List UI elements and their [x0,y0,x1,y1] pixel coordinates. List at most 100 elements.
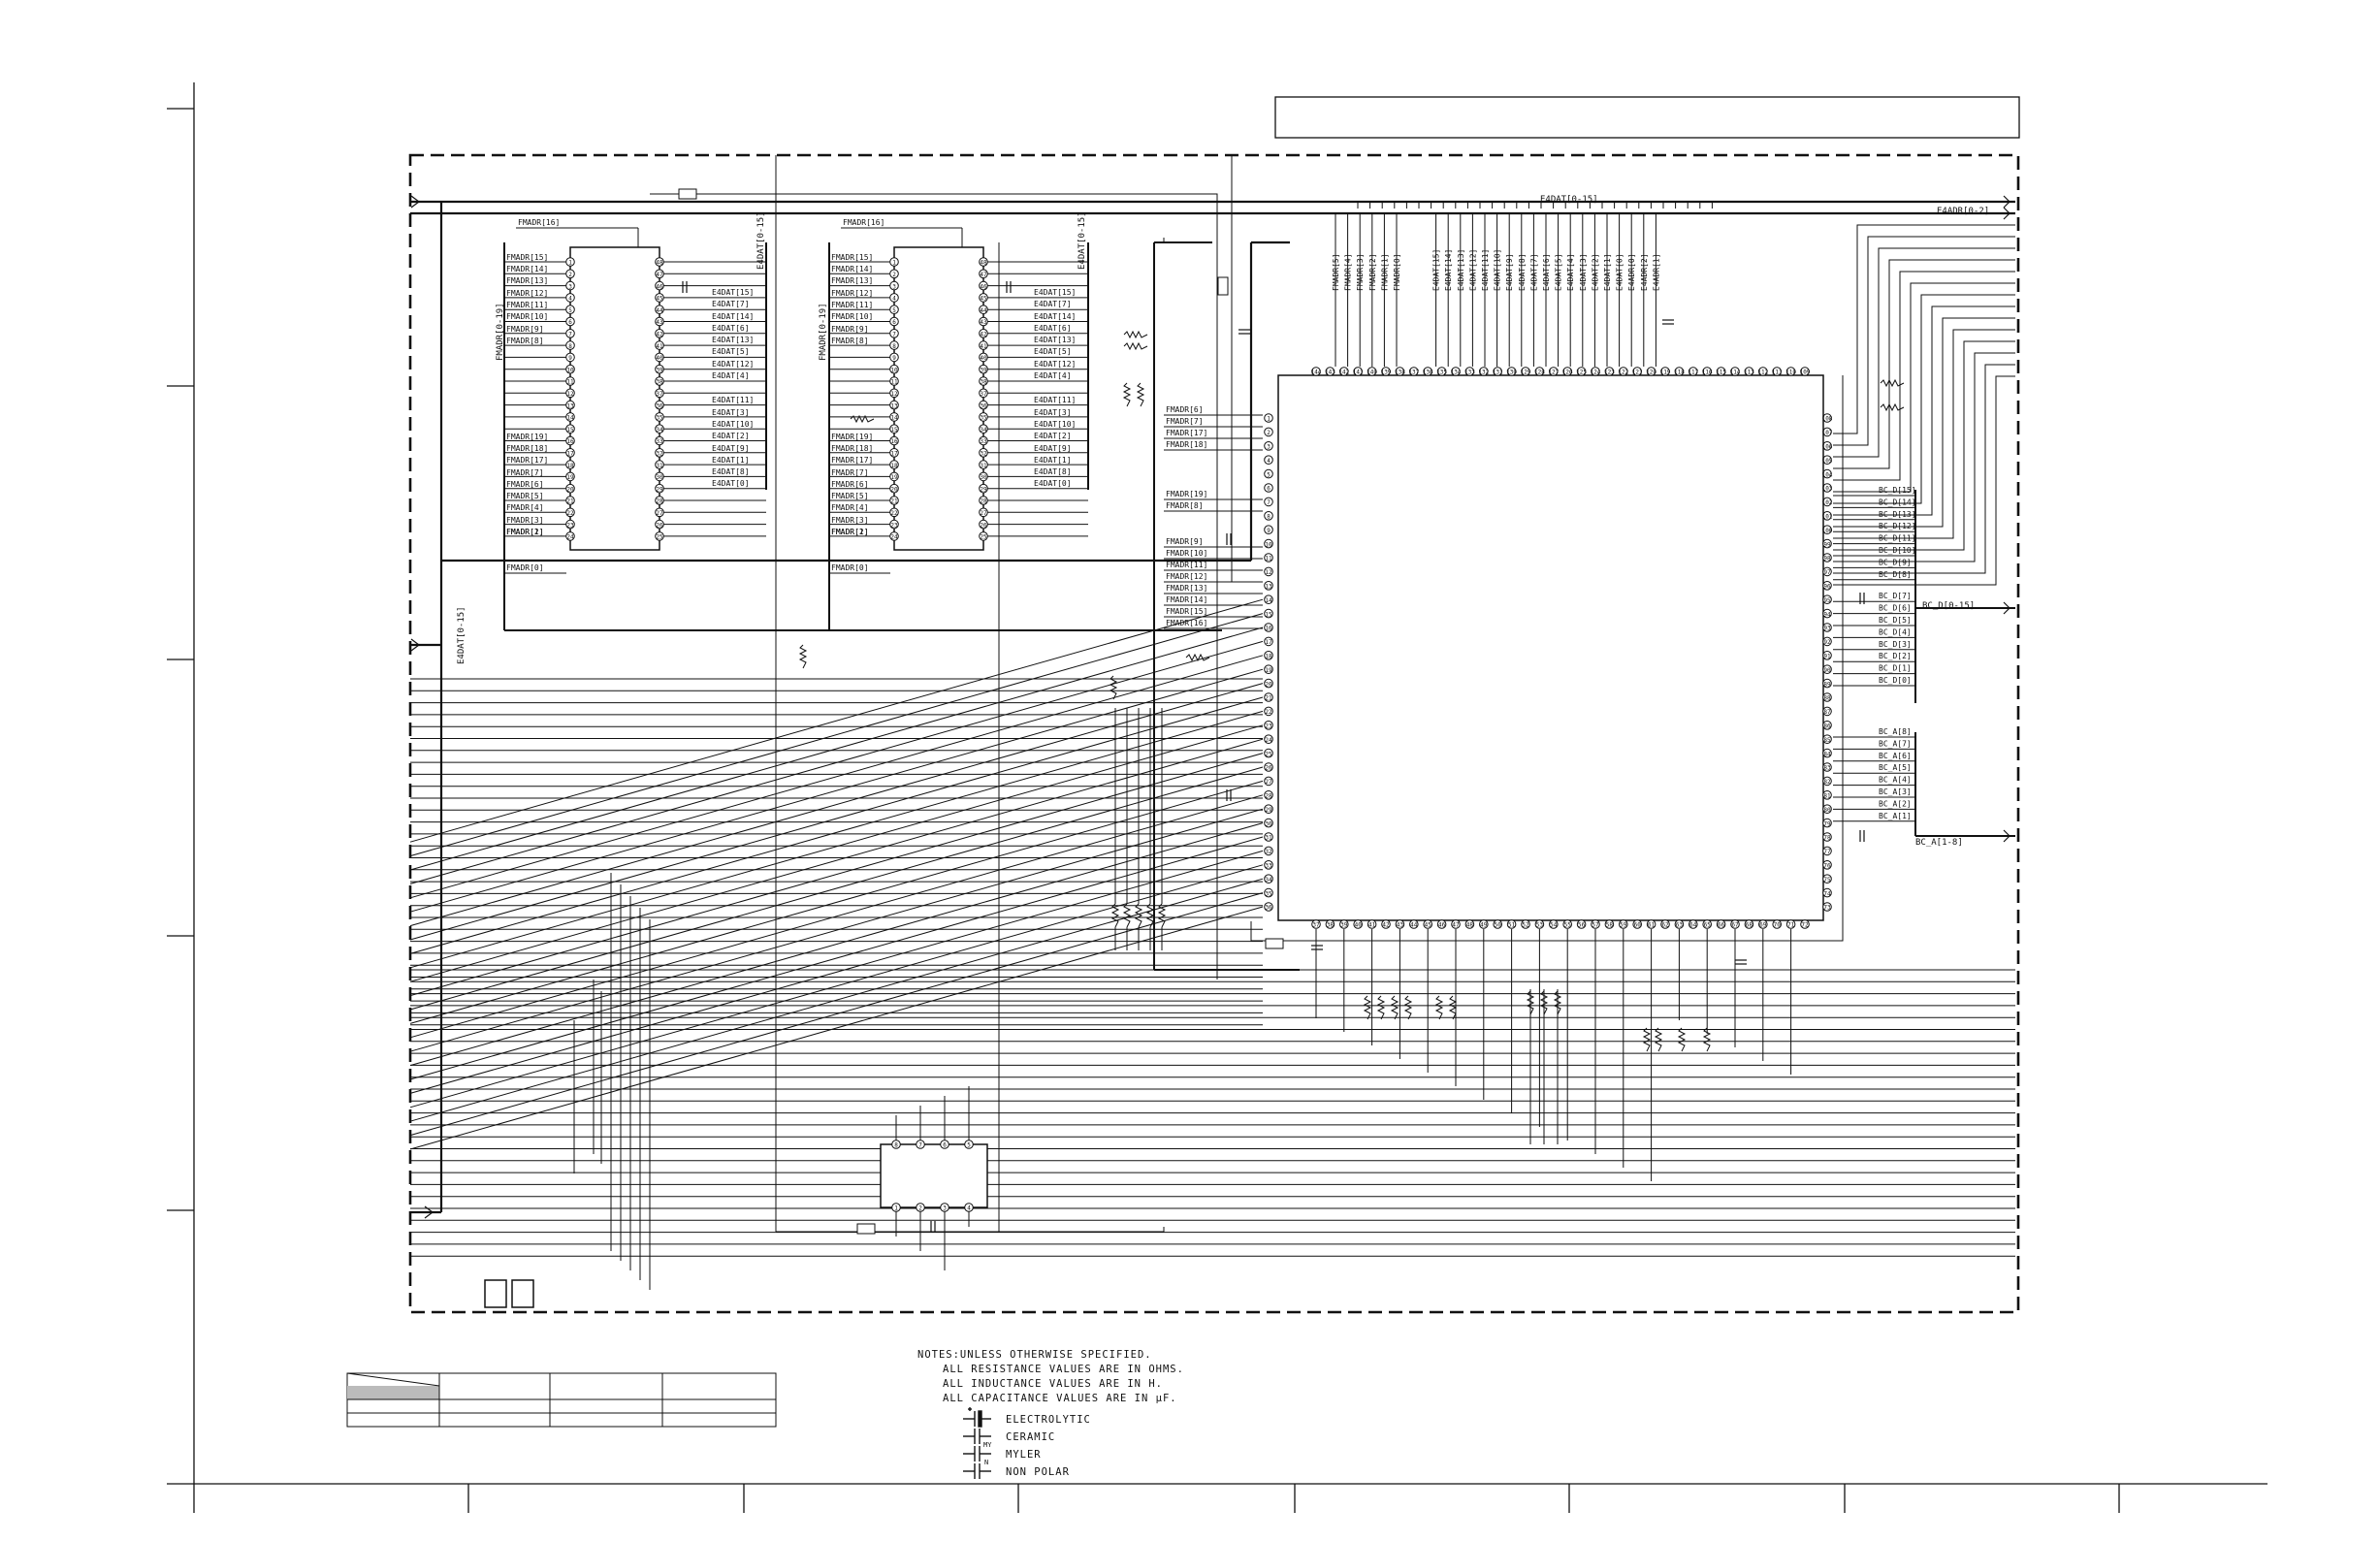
ic-pin: 87 [1822,706,1832,717]
net-label: FMADR[4] [1344,253,1353,291]
pin-circle [1264,566,1273,577]
pin-circle [1264,902,1273,912]
pin-number: 34 [980,427,987,434]
pin-circle [1822,748,1832,758]
pin-number: 138 [1395,369,1405,376]
pin-circle [1822,497,1832,507]
pin-number: 134 [1451,369,1462,376]
net-label: FMADR[14] [831,265,873,273]
pin-circle [565,448,575,458]
pin-number: 25 [656,534,663,541]
net-label: E4DAT[1] [1034,456,1072,465]
resistor [1122,382,1132,407]
ic-pin: 7 [889,329,899,338]
pin-circle [979,293,988,303]
ic-pin: 3 [1264,441,1273,451]
ic-pin: 9 [889,352,899,363]
pin-circle [1800,367,1810,376]
ic-pin: 17 [1264,636,1273,647]
pin-number: 8 [568,343,572,350]
pin-circle [979,257,988,267]
wire [409,696,1264,941]
pin-circle [1549,919,1559,929]
ic-pin: 17 [565,448,575,458]
ic-pin: 3 [940,1203,949,1212]
pin-circle [979,280,988,291]
ic-pin: 18 [889,460,899,469]
pin-circle [1689,367,1698,376]
ic-pin: 5 [1264,468,1273,479]
pin-circle [889,388,899,399]
net-label: E4DAT[12] [1034,360,1076,369]
pin-circle [565,388,575,399]
wire [1833,259,2015,469]
pin-number: 63 [1676,922,1684,929]
net-label: FMADR[1] [506,528,544,536]
pin-circle [655,257,664,267]
ic-pin: 76 [1822,860,1832,870]
wire [1833,375,2015,586]
ic-pin: 12 [889,388,899,399]
ic-pin: 82 [1822,776,1832,787]
ic-pin: 63 [1674,919,1685,929]
resistor [1363,995,1372,1020]
pin-number: 62 [1661,922,1669,929]
ic-pin: 36 [1264,902,1273,912]
ic-pin: 47 [655,269,664,279]
pin-number: 117 [1688,369,1698,376]
pin-circle [1562,367,1572,376]
ic-pin: 131 [1493,367,1503,376]
pin-number: 49 [1480,922,1488,929]
pin-circle [979,376,988,386]
pin-number: 8 [894,1142,898,1149]
wire [409,864,1264,1108]
pin-number: 28 [656,498,663,505]
pin-number: 72 [1801,922,1809,929]
capacitor [1859,830,1865,842]
resistor [1702,1027,1712,1052]
pin-circle [889,460,899,469]
resistor [1157,903,1167,928]
pin-number: 1 [568,260,572,267]
pin-number: 43 [1397,922,1404,929]
pin-circle [1395,367,1405,376]
pin-circle [1264,776,1273,787]
pin-number: 9 [892,355,896,362]
pin-circle [655,460,664,469]
net-label: E4DAT[10] [1494,249,1502,291]
pin-circle [1730,367,1740,376]
pin-number: 68 [1746,922,1753,929]
pin-circle [1325,919,1335,929]
ic-pin: 22 [1264,706,1273,717]
pin-circle [565,280,575,291]
pin-circle [565,400,575,410]
pin-number: 131 [1493,369,1503,376]
pin-circle [1674,367,1685,376]
ic-pin: 22 [565,507,575,518]
net-label: FMADR[16] [1166,619,1207,627]
pin-circle [889,257,899,267]
ic-pin: 144 [1311,367,1322,376]
pin-circle [940,1203,949,1212]
ic-pin: 11 [1264,553,1273,562]
pin-number: 136 [1423,369,1433,376]
pin-number: 30 [980,474,987,481]
pin-circle [655,316,664,327]
pin-number: 38 [980,379,987,386]
ic-pin: 20 [565,483,575,494]
pin-circle [979,471,988,482]
ic-pin: 7 [1264,497,1273,507]
pin-number: 106 [1822,444,1833,451]
ic-pin: 36 [655,400,664,410]
sheet-frame [167,82,2267,1513]
pin-number: 10 [890,367,898,373]
pin-number: 102 [1822,499,1833,506]
ic-pin: 38 [655,376,664,386]
pin-circle [1822,790,1832,800]
ic-pin: 7 [916,1140,925,1149]
ic-pin: 30 [655,471,664,482]
pin-circle [1264,468,1273,479]
ic-pin: 2 [889,269,899,279]
pin-circle [655,305,664,315]
ic-pin: 79 [1822,818,1832,828]
